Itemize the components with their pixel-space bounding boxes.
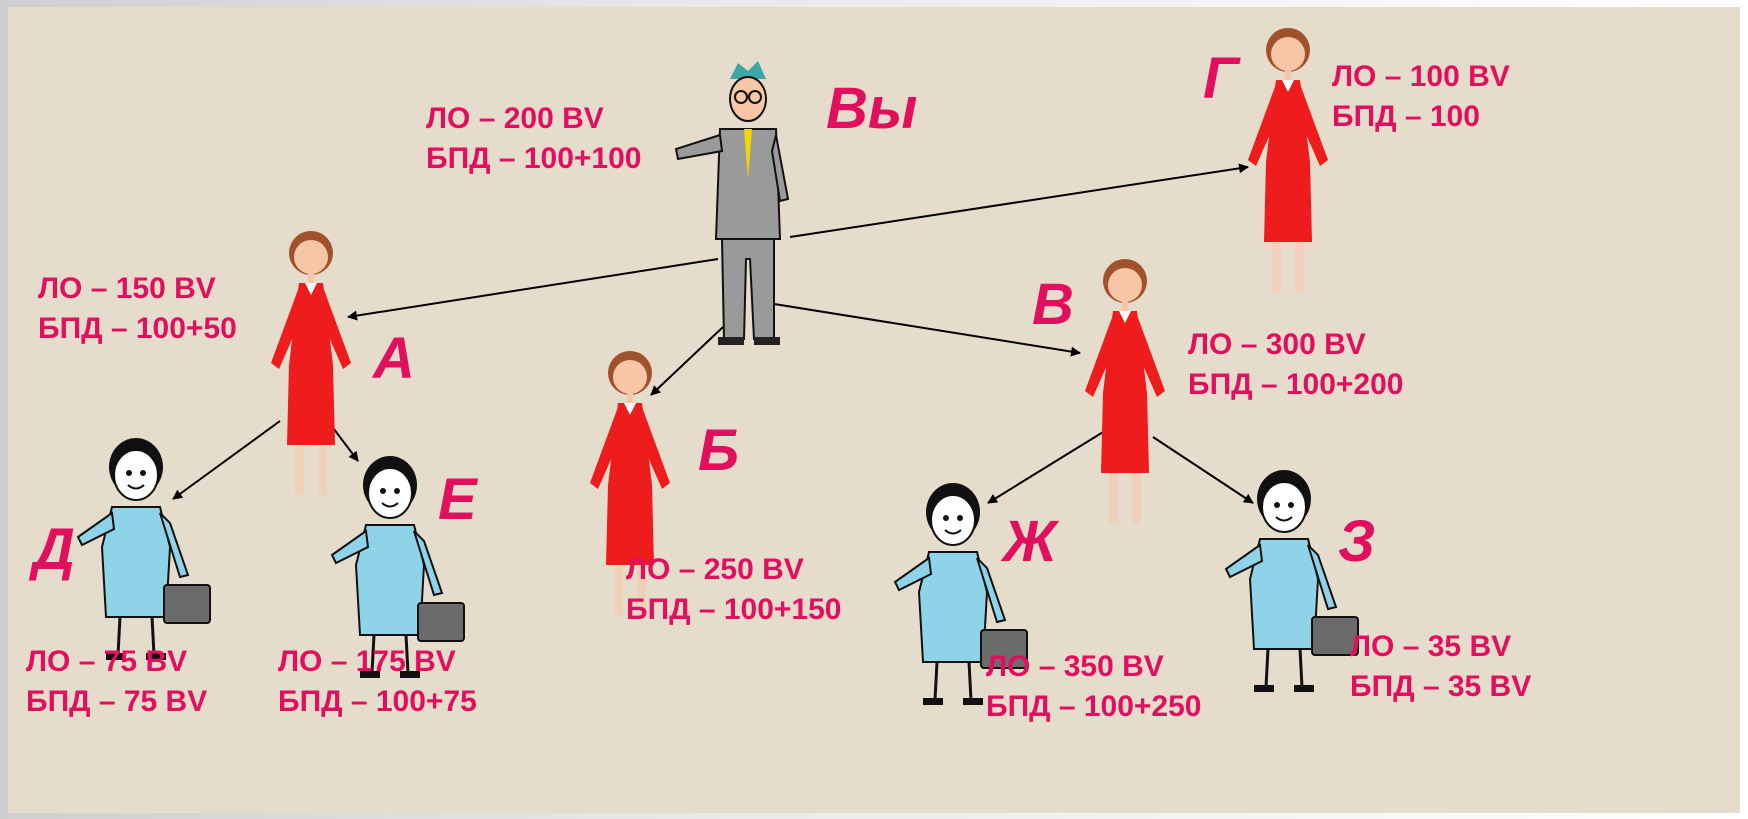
node-you-lo: ЛО – 200 BV — [426, 102, 604, 135]
node-g-lo: ЛО – 100 BV — [1332, 60, 1510, 93]
node-g-name: Г — [1203, 46, 1239, 111]
businesswoman-icon — [76, 436, 212, 662]
node-you-label: ЛО – 200 BV БПД – 100+100 — [426, 99, 641, 179]
node-z-name: З — [1338, 509, 1376, 574]
arrow-you-to-a — [347, 258, 719, 321]
node-zh-label: ЛО – 350 BV БПД – 100+250 — [986, 647, 1201, 727]
node-g-bpd: БПД – 100 — [1332, 100, 1480, 133]
arrow-you-to-g — [789, 163, 1249, 238]
node-a-name: А — [373, 326, 415, 391]
node-e-lo: ЛО – 175 BV — [278, 645, 456, 678]
node-a-lo: ЛО – 150 BV — [38, 272, 216, 305]
node-z-bpd: БПД – 35 BV — [1350, 670, 1532, 703]
arrow-v-to-z — [1152, 436, 1254, 504]
node-e-bpd: БПД – 100+75 — [278, 685, 477, 718]
businesswoman-icon — [1224, 468, 1360, 694]
node-z-lo: ЛО – 35 BV — [1350, 630, 1512, 663]
node-b-label: ЛО – 250 BV БПД – 100+150 — [626, 550, 841, 630]
woman-icon — [1248, 28, 1328, 292]
node-d-bpd: БПД – 75 BV — [26, 685, 208, 718]
man-icon — [675, 60, 789, 346]
node-zh-bpd: БПД – 100+250 — [986, 690, 1202, 723]
woman-icon — [271, 231, 351, 495]
node-v-bpd: БПД – 100+200 — [1188, 368, 1404, 401]
node-d-label: ЛО – 75 BV БПД – 75 BV — [26, 642, 207, 722]
arrow-v-to-zh — [987, 428, 1109, 504]
node-v-lo: ЛО – 300 BV — [1188, 328, 1366, 361]
arrow-you-to-v — [767, 302, 1081, 357]
arrow-you-to-b — [650, 326, 724, 396]
node-b-name: Б — [698, 418, 740, 483]
node-a-bpd: БПД – 100+50 — [38, 312, 237, 345]
node-d-name: Д — [33, 517, 75, 582]
node-zh-name: Ж — [1003, 509, 1057, 574]
node-a-label: ЛО – 150 BV БПД – 100+50 — [38, 269, 237, 349]
node-zh-lo: ЛО – 350 BV — [986, 650, 1164, 683]
node-d-lo: ЛО – 75 BV — [26, 645, 188, 678]
node-b-bpd: БПД – 100+150 — [626, 593, 842, 626]
arrow-a-to-d — [172, 420, 281, 500]
node-e-name: Е — [438, 467, 477, 532]
node-you-bpd: БПД – 100+100 — [426, 142, 642, 175]
node-z-label: ЛО – 35 BV БПД – 35 BV — [1350, 627, 1531, 707]
node-v-name: В — [1032, 272, 1074, 337]
node-b-lo: ЛО – 250 BV — [626, 553, 804, 586]
woman-icon — [1085, 259, 1165, 523]
node-g-label: ЛО – 100 BV БПД – 100 — [1332, 57, 1510, 137]
node-e-label: ЛО – 175 BV БПД – 100+75 — [278, 642, 477, 722]
diagram-canvas — [76, 28, 1360, 707]
node-v-label: ЛО – 300 BV БПД – 100+200 — [1188, 325, 1403, 405]
node-you-name: Вы — [826, 76, 918, 141]
diagram-panel: Вы ЛО – 200 BV БПД – 100+100 Г ЛО – 100 … — [8, 7, 1740, 813]
